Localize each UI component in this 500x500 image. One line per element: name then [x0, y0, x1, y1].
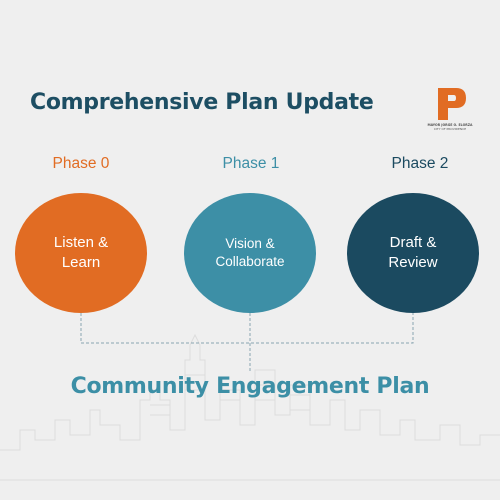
- logo-city-text: CITY OF PROVIDENCE: [433, 127, 467, 131]
- phase-0-label: Phase 0: [52, 155, 110, 172]
- phase-0-text-line1: Listen &: [53, 233, 109, 251]
- phase-1-text-line2: Collaborate: [215, 254, 285, 269]
- phase-2-circle: Draft & Review: [347, 193, 479, 313]
- providence-p-logo-icon: [438, 88, 466, 120]
- logo-mayor-text: MAYOR JORGE O. ELORZA: [427, 123, 473, 127]
- phase-2-text-line2: Review: [388, 254, 438, 271]
- community-engagement-title: Community Engagement Plan: [70, 374, 430, 399]
- phase-1-circle: Vision & Collaborate: [184, 193, 316, 313]
- city-skyline-illustration: [0, 333, 500, 481]
- phase-1-label: Phase 1: [222, 155, 280, 172]
- phase-2-label: Phase 2: [391, 155, 449, 172]
- phase-0-circle: Listen & Learn: [15, 193, 147, 313]
- phase-0-text-line2: Learn: [61, 254, 101, 271]
- phase-1-text-line1: Vision &: [225, 235, 275, 251]
- page-title: Comprehensive Plan Update: [30, 90, 374, 115]
- city-logo: MAYOR JORGE O. ELORZA CITY OF PROVIDENCE: [424, 86, 476, 131]
- phase-2-text-line1: Draft &: [389, 233, 437, 251]
